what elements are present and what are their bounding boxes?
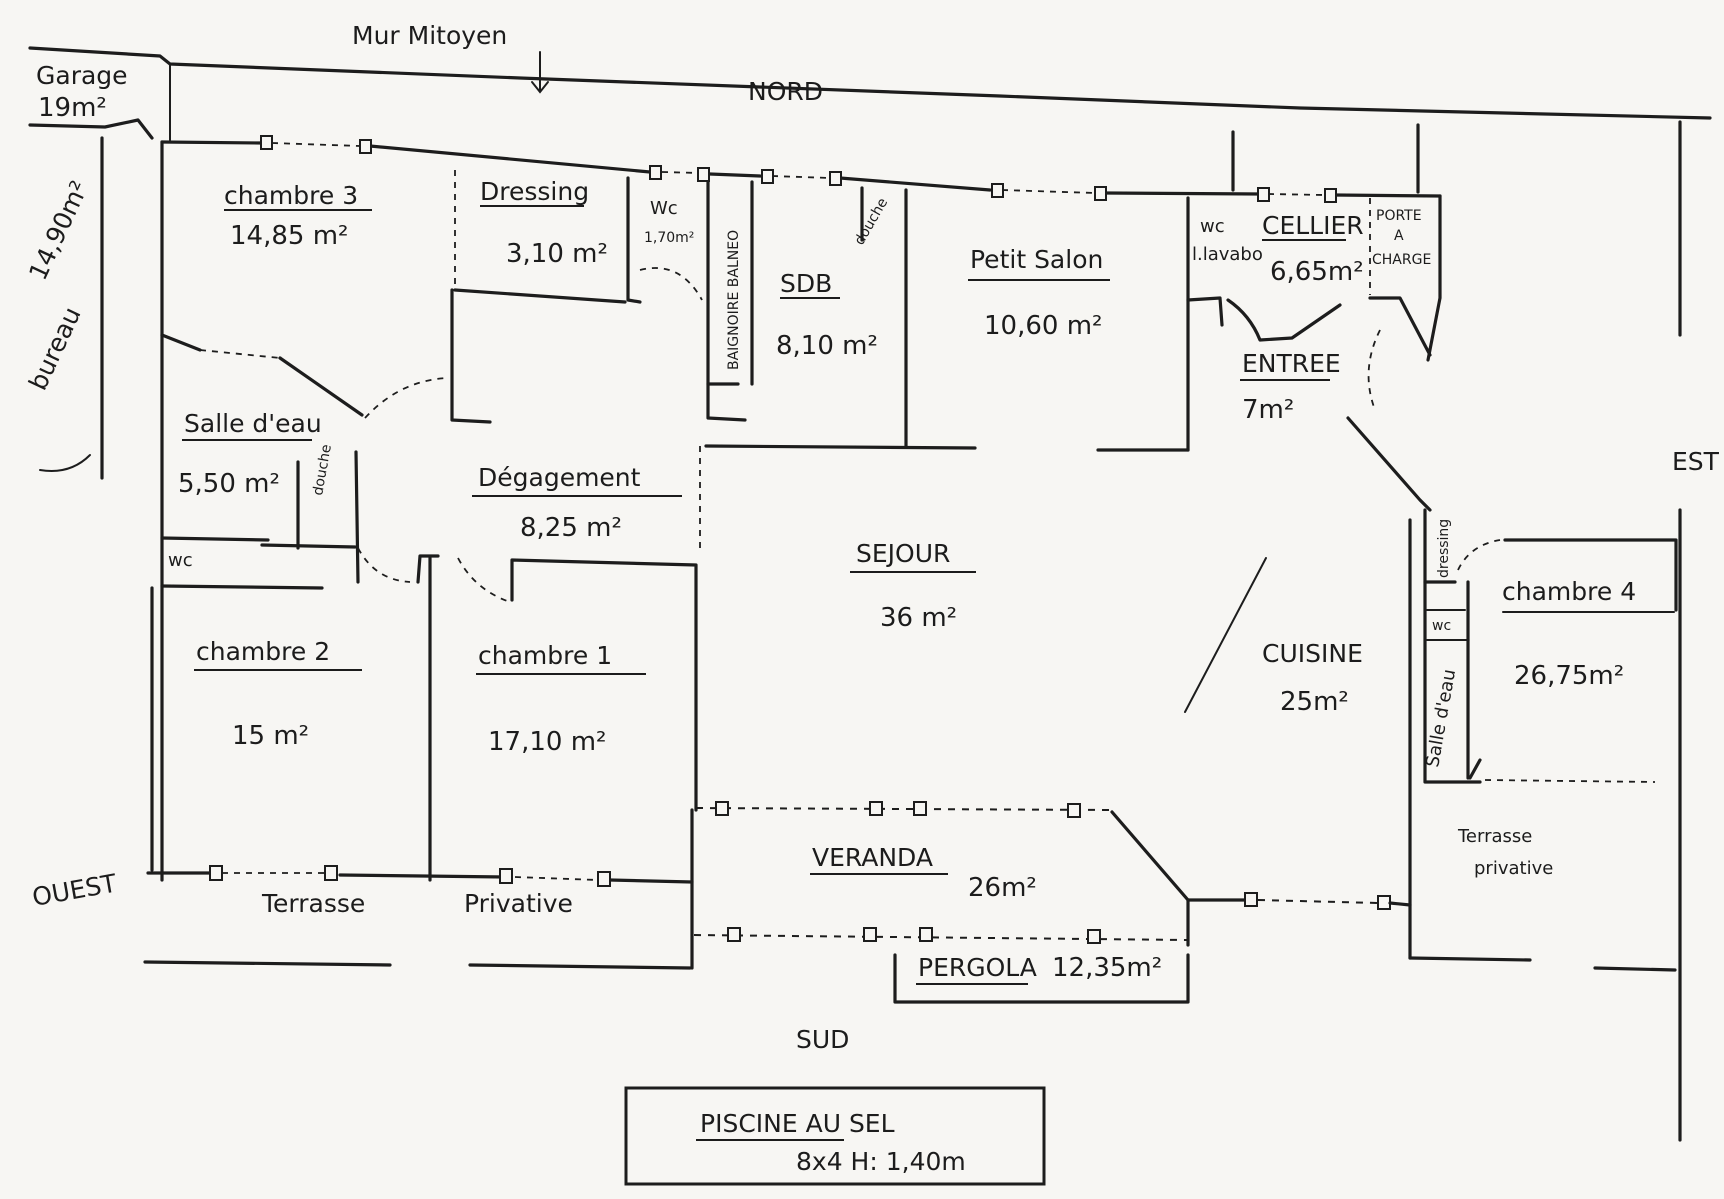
label-chambre1: chambre 1: [478, 641, 612, 670]
window: [715, 801, 729, 816]
label-wc-top-area: 1,70m²: [644, 230, 694, 246]
window: [359, 139, 372, 154]
window: [597, 871, 611, 887]
label-ouest: OUEST: [30, 868, 119, 911]
window: [829, 171, 842, 186]
window: [209, 865, 223, 881]
label-wc4: wc: [1432, 618, 1451, 634]
main-north-wall: [160, 135, 1442, 203]
label-pergola: PERGOLA: [918, 953, 1037, 982]
label-garage-area: 19m²: [38, 93, 107, 123]
window: [649, 165, 662, 180]
label-dressing: Dressing: [480, 177, 589, 206]
label-douche: douche: [310, 443, 335, 497]
window: [1377, 895, 1391, 910]
label-dressing-area: 3,10 m²: [506, 239, 608, 269]
label-sejour-area: 36 m²: [880, 603, 957, 633]
label-chambre2: chambre 2: [196, 637, 330, 666]
labels: Mur Mitoyen NORD Garage 19m² 14,90m² bur…: [23, 21, 1720, 1176]
label-pergola-area: 12,35m²: [1052, 953, 1162, 983]
label-piscine: PISCINE AU SEL: [700, 1109, 895, 1138]
label-garage: Garage: [36, 61, 128, 90]
window: [727, 927, 741, 942]
label-wc-left: wc: [168, 550, 193, 571]
label-douche-sdb: douche: [852, 195, 892, 248]
garage-bureau-walls: [39, 136, 164, 882]
label-bureau: bureau: [23, 303, 86, 395]
label-salle-eau-area: 5,50 m²: [178, 469, 280, 499]
window: [697, 167, 710, 182]
label-veranda-area: 26m²: [968, 873, 1037, 903]
window: [1087, 929, 1101, 944]
label-entree-area: 7m²: [1242, 395, 1294, 425]
label-sdb-area: 8,10 m²: [776, 331, 878, 361]
window: [324, 865, 338, 881]
window: [863, 927, 877, 942]
label-terrasse-e-1: Terrasse: [1457, 826, 1532, 847]
label-chambre2-area: 15 m²: [232, 721, 309, 751]
label-degagement-area: 8,25 m²: [520, 513, 622, 543]
label-chambre4: chambre 4: [1502, 577, 1636, 606]
label-terrasse-e-2: privative: [1474, 858, 1553, 879]
label-dressing4: dressing: [1436, 519, 1452, 578]
label-salle-eau4: Salle d'eau: [1422, 668, 1460, 769]
window: [913, 801, 927, 816]
label-sud: SUD: [796, 1025, 849, 1054]
pool: [624, 1086, 1046, 1186]
label-chambre1-area: 17,10 m²: [488, 727, 606, 757]
label-baignoire: BAIGNOIRE BALNEO: [726, 230, 742, 370]
label-lavabo: l.lavabo: [1192, 244, 1263, 265]
south-walls: [143, 518, 1677, 1004]
window: [991, 183, 1004, 198]
window: [1094, 186, 1107, 201]
label-cellier: CELLIER: [1262, 211, 1364, 240]
label-cuisine-area: 25m²: [1280, 687, 1349, 717]
label-porte-1: PORTE: [1376, 208, 1422, 224]
arrow-down-icon: [531, 51, 549, 94]
label-nord: NORD: [748, 77, 823, 106]
label-piscine-size: 8x4 H: 1,40m: [796, 1147, 966, 1176]
label-degagement: Dégagement: [478, 463, 641, 492]
window: [761, 169, 774, 184]
window: [1244, 892, 1258, 907]
window: [1324, 188, 1337, 203]
interior-walls: [150, 120, 1682, 1142]
label-chambre3-area: 14,85 m²: [230, 221, 348, 251]
label-wc-top: Wc: [650, 198, 678, 219]
label-sdb: SDB: [780, 269, 832, 298]
label-porte-3: CHARGE: [1372, 252, 1431, 268]
label-salle-eau: Salle d'eau: [184, 409, 322, 438]
window: [1067, 803, 1081, 818]
label-cuisine: CUISINE: [1262, 639, 1363, 668]
window: [499, 868, 513, 884]
label-bureau-area: 14,90m²: [23, 176, 94, 284]
label-petit-salon-area: 10,60 m²: [984, 311, 1102, 341]
label-petit-salon: Petit Salon: [970, 245, 1103, 274]
window: [869, 801, 883, 816]
label-porte-2: A: [1394, 228, 1404, 244]
label-sejour: SEJOUR: [856, 539, 950, 568]
label-mur-mitoyen: Mur Mitoyen: [352, 21, 507, 50]
label-terrasse-sw-2: Privative: [464, 889, 573, 918]
label-cellier-area: 6,65m²: [1270, 257, 1364, 287]
north-party-wall: [28, 46, 1712, 141]
label-chambre3: chambre 3: [224, 181, 358, 210]
window: [919, 927, 933, 942]
label-chambre4-area: 26,75m²: [1514, 661, 1624, 691]
label-veranda: VERANDA: [812, 843, 933, 872]
label-entree: ENTREE: [1242, 349, 1341, 378]
label-est: EST: [1672, 447, 1720, 476]
label-wc-cellier: wc: [1200, 216, 1225, 237]
window: [260, 135, 273, 150]
window: [1257, 187, 1270, 202]
label-terrasse-sw-1: Terrasse: [261, 889, 365, 918]
